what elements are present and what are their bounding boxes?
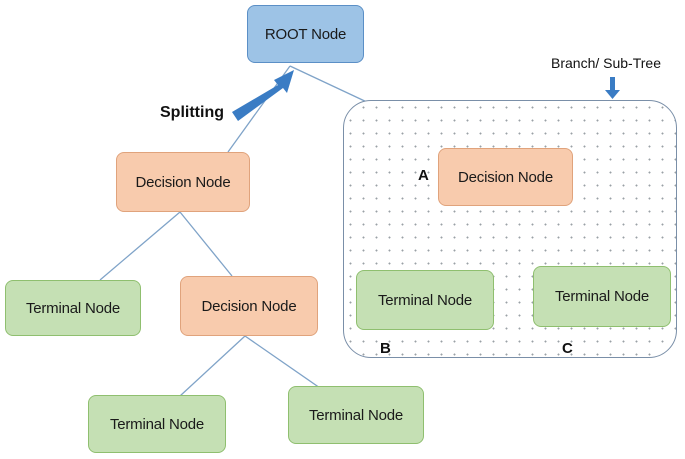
marker-a: A <box>418 167 429 184</box>
marker-b: B <box>380 340 391 357</box>
root-node: ROOT Node <box>247 5 364 63</box>
subtree-terminal-node-b-label: Terminal Node <box>377 291 473 309</box>
subtree-terminal-node-b: Terminal Node <box>356 270 494 330</box>
subtree-terminal-node-c-label: Terminal Node <box>554 288 650 305</box>
bottom-terminal-node-2: Terminal Node <box>288 386 424 444</box>
left-terminal-node-label: Terminal Node <box>25 299 121 317</box>
subtree-decision-node: Decision Node <box>438 148 573 206</box>
left-decision-node-label: Decision Node <box>135 173 231 191</box>
bottom-terminal-node-1-label: Terminal Node <box>109 415 205 433</box>
subtree-caption: Branch/ Sub-Tree <box>551 55 661 71</box>
edge-left-decision-to-terminal <box>99 211 181 281</box>
left-decision-node: Decision Node <box>116 152 250 212</box>
splitting-arrow <box>232 70 294 121</box>
subtree-decision-node-label: Decision Node <box>458 168 553 186</box>
root-node-label: ROOT Node <box>264 25 347 43</box>
bottom-terminal-node-2-label: Terminal Node <box>308 406 404 424</box>
edge-mid-decision-to-terminal-2 <box>244 335 321 389</box>
bottom-terminal-node-1: Terminal Node <box>88 395 226 453</box>
edge-left-decision-to-mid-decision <box>179 211 233 277</box>
marker-c: C <box>562 340 573 357</box>
mid-decision-node: Decision Node <box>180 276 318 336</box>
left-terminal-node: Terminal Node <box>5 280 141 336</box>
mid-decision-node-label: Decision Node <box>201 297 297 315</box>
subtree-terminal-node-c: Terminal Node <box>533 266 671 327</box>
branch-arrow <box>605 77 620 99</box>
edge-mid-decision-to-terminal-1 <box>179 335 246 397</box>
splitting-label: Splitting <box>160 104 224 121</box>
